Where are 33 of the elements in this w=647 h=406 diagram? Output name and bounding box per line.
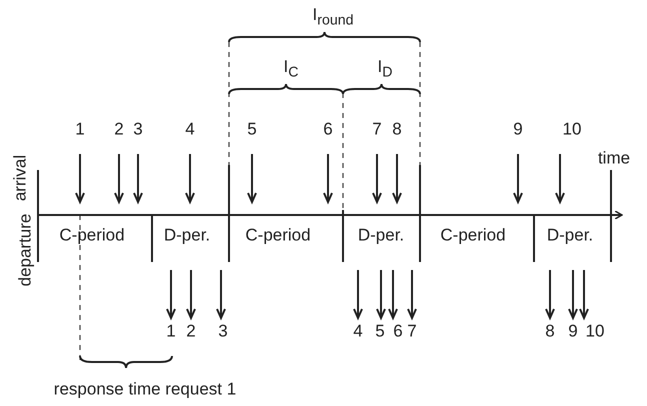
request-number: 10 [586,322,604,340]
request-number: 4 [353,322,363,340]
row-label: departure [16,214,34,286]
request-number: 8 [545,322,555,340]
request-number: 1 [75,120,85,138]
row-label: arrival [12,154,28,202]
request-number: 3 [218,322,228,340]
request-number: 8 [392,120,402,138]
request-number: 4 [185,120,195,138]
request-number: 2 [186,322,196,340]
request-number: 1 [166,322,176,340]
axis-label: time [598,150,630,166]
request-number: 5 [247,120,257,138]
period-label: D-per. [164,226,210,244]
request-number: 6 [393,322,403,340]
request-number: 9 [568,322,578,340]
request-number: 7 [372,120,382,138]
period-label: D-per. [358,226,404,244]
request-number: 2 [114,120,124,138]
annotation-text: response time request 1 [54,380,236,398]
request-number: 9 [513,120,523,138]
period-label: D-per. [546,226,594,244]
request-number: 3 [133,120,143,138]
request-number: 7 [407,322,417,340]
period-label: C-period [245,226,311,244]
period-label: C-period [59,226,125,244]
request-number: 5 [375,322,385,340]
period-label: C-period [440,226,506,244]
request-number: 6 [323,120,333,138]
interval-label: I$_{round}$ [312,6,354,28]
interval-label: I$_{C}$ [284,58,298,80]
interval-label: I$_{D}$ [378,58,392,80]
request-number: 10 [562,120,582,138]
